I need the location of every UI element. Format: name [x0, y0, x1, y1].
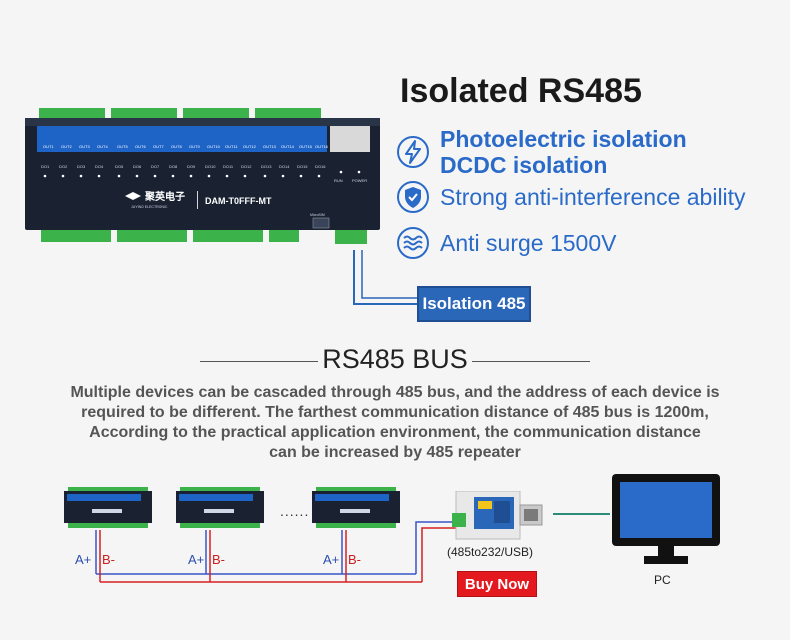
description-line: According to the practical application e… [89, 424, 701, 441]
do-label: DO9 [187, 164, 196, 169]
description-line: can be increased by 485 repeater [269, 444, 521, 461]
shield-icon [397, 181, 429, 213]
a-plus-label: A+ [188, 552, 205, 567]
bus-description: Multiple devices can be cascaded through… [40, 383, 750, 463]
out-label: OUT2 [61, 144, 72, 149]
out-label: OUT12 [243, 144, 257, 149]
status-leds [43, 170, 361, 178]
do-label: DO10 [205, 164, 216, 169]
out-label: OUT5 [117, 144, 128, 149]
bottom-terminals [41, 230, 367, 244]
out-label: OUT3 [79, 144, 90, 149]
feature-line: Photoelectric isolation [440, 126, 687, 152]
do-label: DO14 [279, 164, 290, 169]
out-label: OUT11 [225, 144, 238, 149]
out-label: OUT7 [153, 144, 164, 149]
do-label: DO11 [223, 164, 234, 169]
cascade-device-3 [312, 487, 400, 528]
out-label: OUT16 [315, 144, 329, 149]
do-label: DO6 [133, 164, 142, 169]
model-number: DAM-T0FFF-MT [205, 196, 272, 206]
page-title: Isolated RS485 [400, 72, 642, 110]
lightning-icon [397, 136, 429, 168]
feature-anti-interference: Strong anti-interference ability [396, 180, 746, 214]
description-line: required to be different. The farthest c… [81, 404, 709, 421]
out-label: OUT4 [97, 144, 108, 149]
divider-right [472, 361, 590, 362]
converter-device [452, 491, 543, 540]
converter-label: (485to232/USB) [447, 545, 534, 559]
b-minus-label: B- [348, 552, 361, 567]
io-module-device: OUT1 OUT2 OUT3 OUT4 OUT5 OUT6 OUT7 OUT8 … [25, 108, 380, 244]
do-label: DO4 [95, 164, 104, 169]
do-label: DO13 [261, 164, 272, 169]
b-minus-label: B- [212, 552, 225, 567]
out-label: OUT9 [189, 144, 200, 149]
do-label: DO2 [59, 164, 68, 169]
cascade-device-1 [64, 487, 152, 528]
run-label: RUN [334, 178, 343, 183]
brand-name: 聚英电子 [144, 190, 185, 203]
brand-subtitle: JUYING ELECTRONIC [131, 205, 168, 209]
out-label: OUT14 [281, 144, 295, 149]
out-label: OUT10 [207, 144, 221, 149]
isolation-485-label: Isolation 485 [417, 286, 531, 322]
buy-now-button[interactable]: Buy Now [457, 571, 537, 597]
do-label: DO8 [169, 164, 178, 169]
top-terminals [39, 108, 321, 118]
do-label: DO7 [151, 164, 160, 169]
surge-wave-icon [397, 227, 429, 259]
pc-label: PC [654, 573, 671, 587]
feature-line: DCDC isolation [440, 152, 608, 178]
feature-isolation: Photoelectric isolation DCDC isolation [396, 126, 687, 178]
a-plus-label: A+ [323, 552, 340, 567]
do-label: DO16 [315, 164, 326, 169]
feature-line: Strong anti-interference ability [440, 184, 746, 210]
out-label: OUT8 [171, 144, 182, 149]
out-label: OUT13 [263, 144, 277, 149]
isolation-connector [353, 250, 418, 305]
do-label: DO5 [115, 164, 124, 169]
out-label: OUT15 [299, 144, 313, 149]
divider-left [200, 361, 318, 362]
do-label: DO1 [41, 164, 50, 169]
out-label: OUT1 [43, 144, 54, 149]
do-label: DO15 [297, 164, 308, 169]
feature-line: Anti surge 1500V [440, 230, 617, 256]
microsim-label: MicroSIM [310, 213, 325, 217]
relay-block [37, 126, 327, 152]
feature-anti-surge: Anti surge 1500V [396, 226, 616, 260]
ellipsis: ...... [280, 503, 310, 519]
brand-logo-icon [125, 192, 141, 200]
power-label: POWER [352, 178, 367, 183]
description-line: Multiple devices can be cascaded through… [70, 384, 720, 401]
pc-monitor-icon [612, 474, 720, 564]
a-plus-label: A+ [75, 552, 92, 567]
do-label: DO3 [77, 164, 86, 169]
cascade-device-2 [176, 487, 264, 528]
out-label: OUT6 [135, 144, 146, 149]
bus-wiring [95, 521, 462, 583]
do-label: DO12 [241, 164, 252, 169]
b-minus-label: B- [102, 552, 115, 567]
pc-cable [553, 513, 610, 515]
sim-slot [312, 217, 330, 229]
section-title: RS485 BUS [322, 344, 468, 374]
